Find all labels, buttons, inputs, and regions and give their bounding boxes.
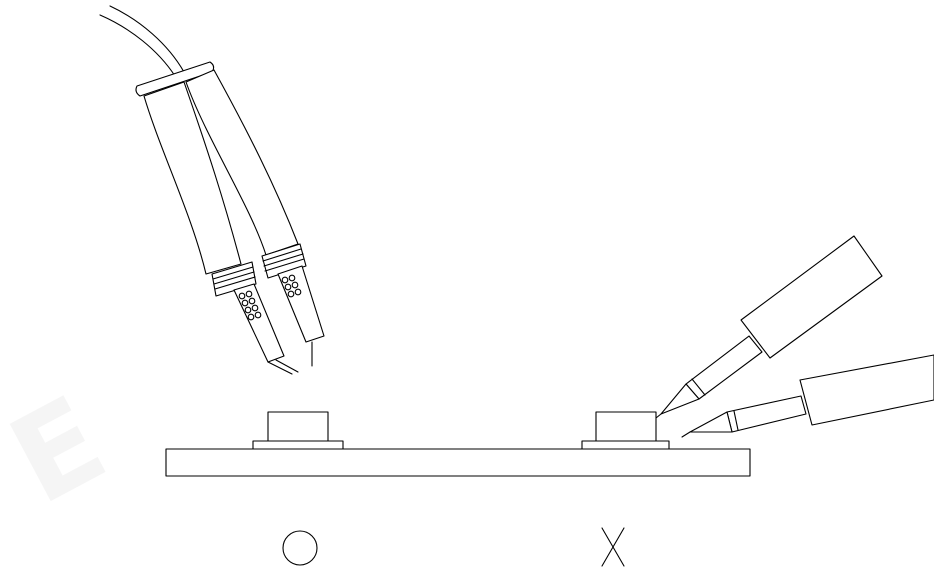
iron-handle-upper bbox=[740, 235, 883, 359]
iron-barrel-lower bbox=[726, 395, 807, 433]
board-body bbox=[165, 448, 751, 477]
tool-cable bbox=[99, 14, 176, 77]
iron-band-lower bbox=[733, 410, 739, 431]
iron-barrel-upper bbox=[685, 335, 763, 400]
iron-handle-lower bbox=[799, 354, 934, 426]
x-mark bbox=[601, 527, 625, 567]
tool-cable-edge bbox=[109, 5, 185, 73]
circle-mark bbox=[282, 530, 318, 566]
chip-component-left bbox=[267, 411, 329, 442]
chip-component-right bbox=[595, 411, 657, 442]
iron-tip-upper bbox=[660, 383, 700, 415]
tweezer-soldering-tool bbox=[99, 5, 325, 375]
tweezer-tip-left bbox=[233, 283, 285, 363]
coil-left bbox=[211, 261, 257, 297]
soldering-iron-upper bbox=[655, 235, 883, 419]
iron-band-upper bbox=[691, 378, 706, 396]
heater-dots-left bbox=[238, 290, 262, 321]
heater-dots-right bbox=[281, 274, 302, 298]
tip-hook-left bbox=[267, 359, 299, 375]
coil-right bbox=[261, 243, 307, 279]
solder-pad-right bbox=[581, 440, 670, 450]
solder-pad-left bbox=[252, 440, 344, 450]
soldering-iron-lower bbox=[681, 354, 934, 438]
circuit-board bbox=[165, 411, 751, 477]
tweezer-arm-right bbox=[185, 69, 299, 256]
iron-tip-lower bbox=[689, 411, 733, 433]
tweezer-arm-left bbox=[143, 81, 242, 275]
